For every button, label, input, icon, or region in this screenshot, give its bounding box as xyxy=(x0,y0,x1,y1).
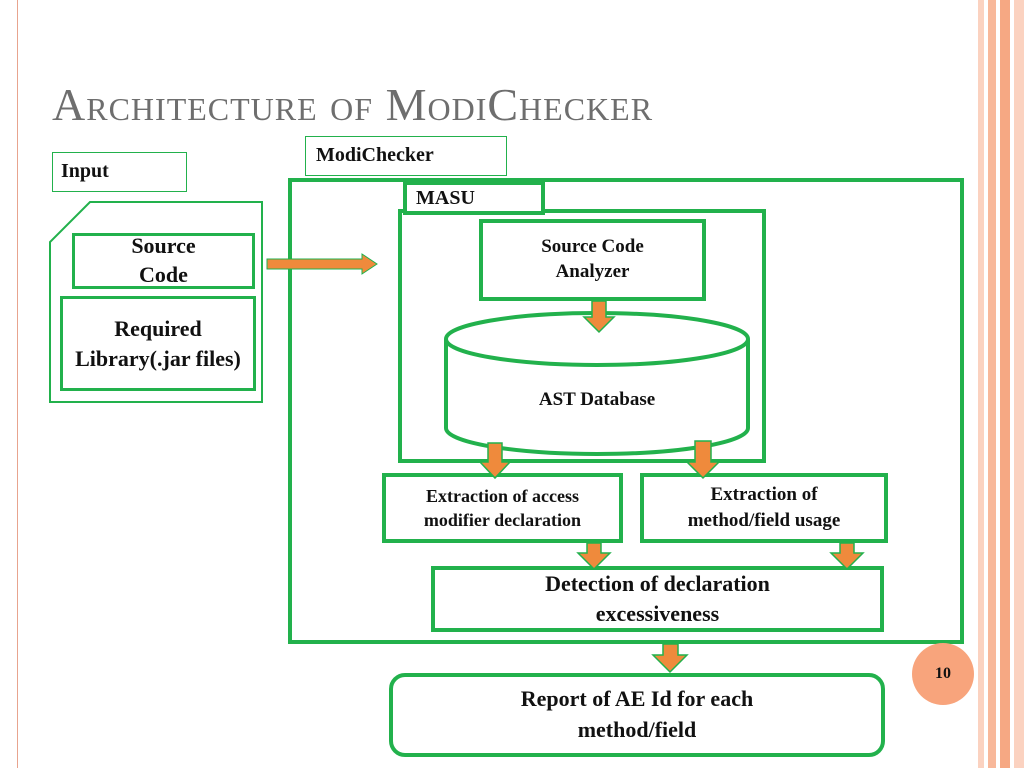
extraction-usage-box: Extraction of method/field usage xyxy=(640,473,888,543)
input-to-masu-arrow xyxy=(266,253,378,275)
usage-to-detection-arrow xyxy=(829,542,865,571)
ast-database-cylinder xyxy=(444,339,750,456)
report-box: Report of AE Id for each method/field xyxy=(389,673,885,757)
detection-to-report-arrow xyxy=(651,643,689,674)
ast-to-usage-arrow xyxy=(685,440,721,480)
right-stripe-1 xyxy=(978,0,984,768)
title-part: rchitecture of xyxy=(86,79,386,130)
page-number-text: 10 xyxy=(935,665,951,682)
slide-title: Architecture of ModiChecker xyxy=(52,78,653,131)
title-part: A xyxy=(52,79,87,130)
extraction-usage-text: Extraction of method/field usage xyxy=(687,484,841,531)
right-stripe-4 xyxy=(1014,0,1024,768)
right-stripe-3 xyxy=(1000,0,1010,768)
source-code-box: Source Code xyxy=(72,233,255,289)
required-library-box: Required Library(.jar files) xyxy=(60,296,256,391)
analyzer-to-ast-arrow xyxy=(582,300,616,334)
modichecker-label: ModiChecker xyxy=(316,144,434,166)
detection-text: Detection of declaration excessiveness xyxy=(545,571,770,626)
source-code-text: Source Code xyxy=(131,233,196,287)
ast-database-text: AST Database xyxy=(538,389,656,410)
input-label: Input xyxy=(61,160,109,182)
masu-label-box: MASU xyxy=(403,181,545,215)
right-stripe-2 xyxy=(988,0,996,768)
extraction-access-box: Extraction of access modifier declaratio… xyxy=(382,473,623,543)
masu-label: MASU xyxy=(416,187,475,209)
input-label-box: Input xyxy=(52,152,187,192)
title-part: M xyxy=(385,79,428,130)
modichecker-label-box: ModiChecker xyxy=(305,136,507,176)
extraction-access-text: Extraction of access modifier declaratio… xyxy=(423,485,582,530)
required-library-text: Required Library(.jar files) xyxy=(75,315,241,371)
ast-to-access-arrow xyxy=(478,442,512,480)
source-code-analyzer-text: Source Code Analyzer xyxy=(541,236,644,282)
title-part: odi xyxy=(427,79,488,130)
report-text: Report of AE Id for each method/field xyxy=(520,686,754,742)
page-number: 10 xyxy=(912,643,974,705)
ast-database-label-wrap: AST Database xyxy=(446,380,748,420)
detection-box: Detection of declaration excessiveness xyxy=(431,566,884,632)
title-part: C xyxy=(487,79,520,130)
slide-left-border xyxy=(0,0,18,768)
access-to-detection-arrow xyxy=(576,542,612,571)
title-part: hecker xyxy=(519,79,654,130)
source-code-analyzer-box: Source Code Analyzer xyxy=(479,219,706,301)
